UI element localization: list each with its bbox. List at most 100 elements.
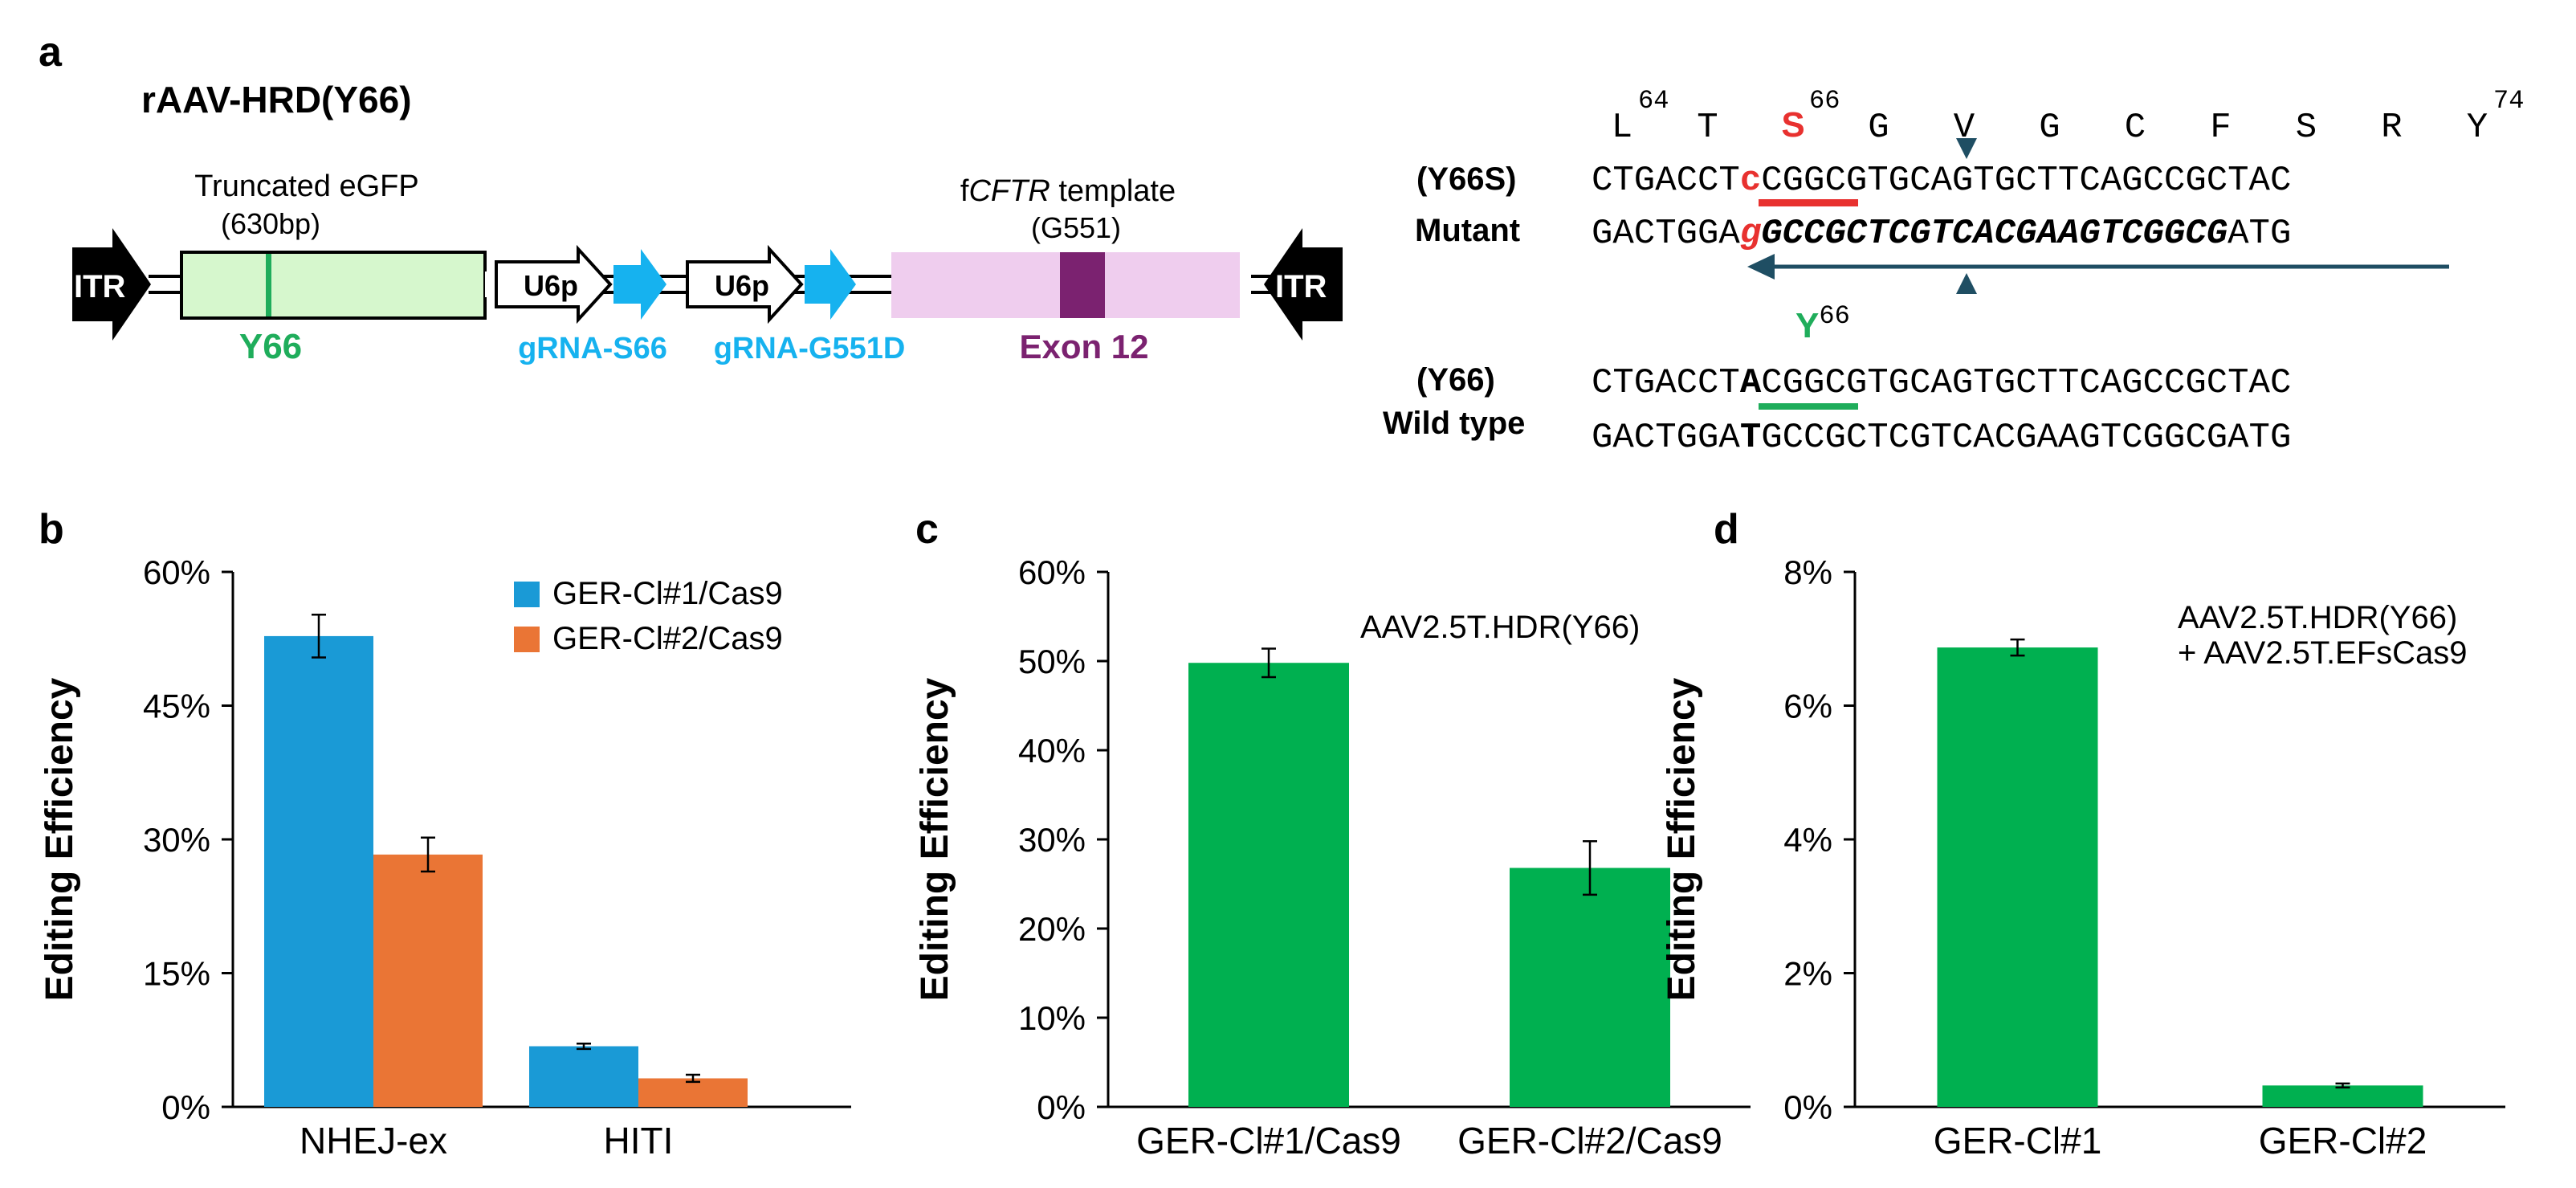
bar-b-1-0 — [529, 1046, 638, 1107]
egfp-box — [180, 251, 487, 320]
x-tick-label-d-1: GER-Cl#2 — [2259, 1120, 2427, 1161]
y-tick-label-d-1: 2% — [1783, 955, 1832, 993]
panel-label-c: c — [915, 506, 939, 553]
egfp-label: Truncated eGFP — [194, 169, 419, 203]
chart-c: 0%10%20%30%40%50%60%Editing EfficiencyGE… — [914, 553, 1751, 1161]
aa-number-2: 66 — [1809, 86, 1840, 116]
aa-letter-10: Y — [2467, 108, 2488, 148]
mutant-label-2: Mutant — [1415, 213, 1520, 248]
wt-bot-b: T — [1740, 418, 1761, 458]
aa-letter-5: G — [2039, 108, 2060, 148]
y-tick-label-d-3: 6% — [1783, 688, 1832, 725]
aa-letter-2: S — [1781, 105, 1804, 145]
x-tick-label-b-1: HITI — [604, 1120, 674, 1161]
cftr-suffix: template — [1050, 174, 1176, 208]
cftr-prefix: f — [960, 174, 969, 208]
mutant-label-1: (Y66S) — [1416, 161, 1517, 197]
bar-d-0-0 — [1937, 647, 2098, 1107]
grna-target-arrowhead — [1747, 254, 1775, 280]
wt-highlight-underline — [1759, 403, 1858, 410]
cftr-site-label: (G551) — [1031, 211, 1121, 244]
construct-diagram: rAAV-HRD(Y66) ITR Truncated eGFP (630bp)… — [72, 79, 1343, 366]
aa-letter-1: T — [1697, 108, 1718, 148]
exon12-label: Exon 12 — [1019, 328, 1148, 365]
grna-g551d-arrow — [805, 249, 856, 320]
mutant-bottom-strand: GACTGGAgGCCGCTCGTCACGAAGTCGGCGATG — [1592, 214, 2291, 254]
bar-c-0-0 — [1188, 663, 1349, 1107]
x-tick-label-b-0: NHEJ-ex — [300, 1120, 447, 1161]
annotation-d-1: + AAV2.5T.EFsCas9 — [2178, 635, 2468, 671]
x-tick-label-c-0: GER-Cl#1/Cas9 — [1136, 1120, 1401, 1161]
y-axis-label-b: Editing Efficiency — [39, 677, 81, 1001]
wt-top-strand: CTGACCTACGGCGTGCAGTGCTTCAGCCGCTAC — [1592, 363, 2291, 403]
mut-top-b: c — [1740, 161, 1761, 201]
legend-label-0: GER-Cl#1/Cas9 — [552, 576, 783, 611]
y-tick-label-c-0: 0% — [1037, 1088, 1086, 1126]
aa-letter-7: F — [2210, 108, 2231, 148]
itr-left-shape — [72, 228, 151, 341]
mut-bot-b: g — [1740, 214, 1762, 254]
u6p-label-2: U6p — [715, 269, 769, 302]
panel-label-b: b — [39, 506, 64, 553]
annotation-d-0: AAV2.5T.HDR(Y66) — [2178, 600, 2457, 635]
x-tick-label-d-0: GER-Cl#1 — [1934, 1120, 2102, 1161]
grna-s66-arrow — [613, 249, 666, 320]
wt-bot-a: GACTGGA — [1592, 418, 1740, 458]
mut-top-a: CTGACCT — [1592, 161, 1740, 201]
y-axis-label-d: Editing Efficiency — [1661, 677, 1703, 1001]
mut-bot-d: ATG — [2228, 214, 2291, 254]
y-tick-label-b-0: 0% — [161, 1088, 210, 1126]
u6p-label-1: U6p — [524, 269, 578, 302]
legend-swatch-0 — [514, 582, 540, 607]
egfp-size: (630bp) — [221, 207, 320, 240]
bar-d-1-0 — [2262, 1085, 2423, 1107]
aa-letter-6: C — [2125, 108, 2146, 148]
y-tick-label-c-3: 30% — [1018, 821, 1086, 859]
wt-bottom-strand: GACTGGATGCCGCTCGTCACGAAGTCGGCGATG — [1592, 418, 2291, 458]
panel-label-a: a — [39, 29, 63, 76]
cftr-gene: CFTR — [968, 174, 1050, 208]
egfp-y66-marker — [266, 254, 271, 316]
y-tick-label-b-2: 30% — [143, 821, 210, 859]
wt-aa-letter: Y — [1795, 306, 1819, 345]
wt-label-1: (Y66) — [1416, 362, 1495, 398]
aa-number-0: 64 — [1638, 86, 1669, 116]
aa-letter-0: L — [1612, 108, 1632, 148]
y-tick-label-c-6: 60% — [1018, 553, 1086, 591]
aa-letter-9: R — [2381, 108, 2402, 148]
y-tick-label-b-1: 15% — [143, 955, 210, 993]
y-tick-label-b-3: 45% — [143, 688, 210, 725]
mut-bot-a: GACTGGA — [1592, 214, 1740, 254]
bar-c-1-0 — [1510, 868, 1670, 1107]
wt-label-2: Wild type — [1383, 406, 1525, 441]
egfp-site-label: Y66 — [239, 327, 302, 366]
y-tick-label-c-5: 50% — [1018, 643, 1086, 680]
mutant-top-strand: CTGACCTcCGGCGTGCAGTGCTTCAGCCGCTAC — [1592, 161, 2291, 201]
wt-top-a: CTGACCT — [1592, 363, 1740, 403]
wt-aa-num: 66 — [1819, 301, 1849, 331]
u6p-promoter-1 — [495, 244, 613, 325]
mut-top-c: CGGCGTGCAGTGCTTCAGCCGCTAC — [1761, 161, 2291, 201]
wt-top-b: A — [1740, 363, 1762, 403]
y-axis-label-c: Editing Efficiency — [914, 677, 956, 1001]
wt-top-c: CGGCGTGCAGTGCTTCAGCCGCTAC — [1761, 363, 2291, 403]
legend-label-1: GER-Cl#2/Cas9 — [552, 621, 783, 656]
u6p-promoter-2 — [686, 244, 804, 325]
mutant-highlight-underline — [1759, 199, 1858, 206]
cut-site-bottom-marker — [1956, 273, 1977, 294]
panel-label-d: d — [1714, 506, 1739, 553]
aa-letter-8: S — [2296, 108, 2317, 148]
bar-b-0-1 — [373, 854, 483, 1107]
itr-left-label: ITR — [74, 269, 126, 304]
y-tick-label-d-4: 8% — [1783, 553, 1832, 591]
itr-right-label: ITR — [1275, 269, 1327, 304]
aa-letter-3: G — [1868, 108, 1889, 148]
wt-aa-label: Y66 — [1795, 301, 1850, 345]
mut-bot-c: GCCGCTCGTCACGAAGTCGGCG — [1761, 214, 2228, 254]
bar-b-1-1 — [638, 1078, 748, 1107]
y-tick-label-b-4: 60% — [143, 553, 210, 591]
